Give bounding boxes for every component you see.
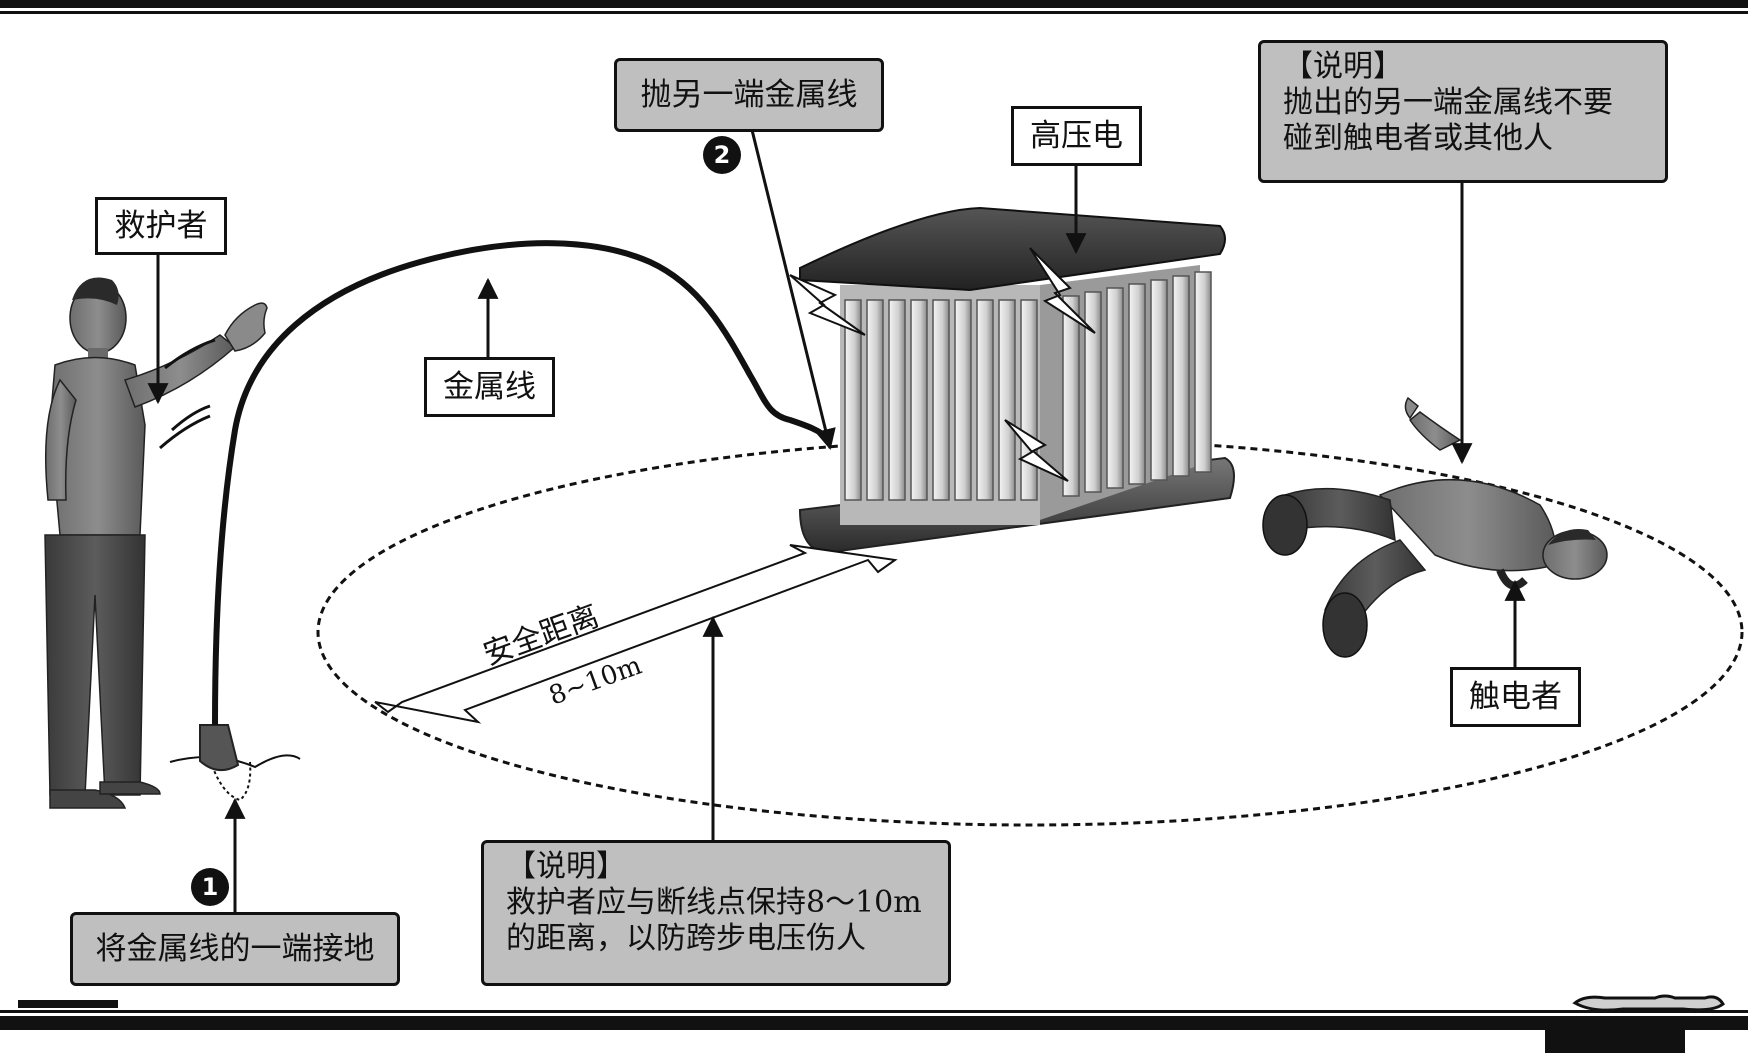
note-bottom: 【说明】 救护者应与断线点保持8～10m 的距离，以防跨步电压伤人 [481, 840, 951, 986]
metal-wire [212, 240, 833, 726]
high-voltage-transformer [789, 206, 1235, 555]
transformer-fin [1106, 287, 1124, 489]
transformer-fin [866, 299, 884, 501]
step-marker-2: 2 [703, 136, 741, 174]
transformer-fin [1194, 271, 1212, 473]
transformer-fin [1062, 295, 1080, 497]
safety-zone-ellipse [316, 437, 1744, 827]
note-right-heading: 【说明】 [1283, 49, 1403, 84]
transformer-fin [1128, 283, 1146, 485]
transformer-fin [954, 299, 972, 501]
note-bottom-line2: 的距离，以防跨步电压伤人 [506, 921, 866, 956]
safety-distance-arrow [374, 544, 898, 724]
note-right-line1: 抛出的另一端金属线不要 [1283, 85, 1613, 120]
leader-lines [147, 129, 1526, 912]
transformer-fin [932, 299, 950, 501]
label-victim: 触电者 [1450, 667, 1581, 727]
label-high-voltage: 高压电 [1011, 106, 1142, 166]
step-marker-1: 1 [191, 868, 229, 906]
ground-point [169, 724, 301, 802]
label-rescuer: 救护者 [95, 197, 227, 255]
rescuer-figure [44, 277, 268, 809]
transformer-fin [888, 299, 906, 501]
transformer-fin [1020, 299, 1038, 501]
label-ground-one-end: 将金属线的一端接地 [70, 912, 400, 986]
transformer-fin [998, 299, 1016, 501]
transformer-fin [844, 299, 862, 501]
transformer-fin [910, 299, 928, 501]
note-right-line2: 碰到触电者或其他人 [1283, 121, 1553, 156]
transformer-fin [1150, 279, 1168, 481]
note-bottom-heading: 【说明】 [506, 849, 626, 884]
label-throw-other-end: 抛另一端金属线 [614, 58, 884, 132]
note-bottom-line1: 救护者应与断线点保持8～10m [506, 885, 922, 920]
victim-figure [1262, 396, 1608, 658]
note-right: 【说明】 抛出的另一端金属线不要 碰到触电者或其他人 [1258, 40, 1668, 183]
transformer-fin [976, 299, 994, 501]
transformer-fin [1172, 275, 1190, 477]
label-metal-wire: 金属线 [424, 357, 555, 417]
transformer-fin [1084, 291, 1102, 493]
